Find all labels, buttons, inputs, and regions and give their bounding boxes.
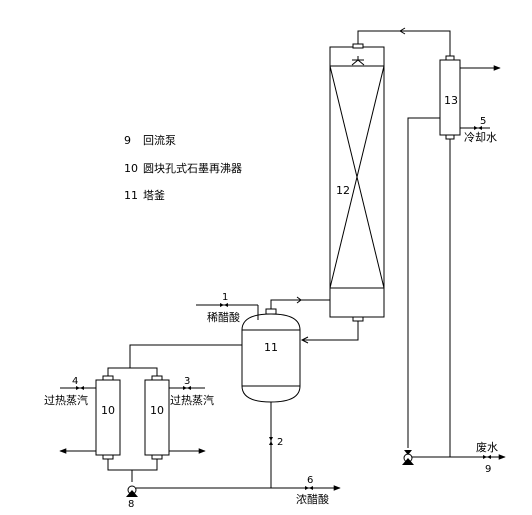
kettle-vapor-line xyxy=(270,299,330,309)
stream-6-number: 6 xyxy=(307,475,313,486)
legend-num-2: 10 xyxy=(124,162,138,175)
steam-left-label: 过热蒸汽 xyxy=(44,393,88,407)
reboiler-right-label: 10 xyxy=(150,404,164,417)
circulation-pump xyxy=(126,485,138,497)
vapor-line xyxy=(357,30,451,56)
stream-9-number: 9 xyxy=(485,464,491,475)
legend-num-1: 9 xyxy=(124,134,131,147)
condenser: 13 xyxy=(439,55,461,140)
stream-5-number: 5 xyxy=(480,116,486,127)
condenser-label: 13 xyxy=(444,94,458,107)
reboiler-right: 10 xyxy=(144,375,170,460)
column-label: 12 xyxy=(336,184,350,197)
reboiler-left: 10 xyxy=(95,375,121,460)
stream-2-number: 2 xyxy=(277,437,283,448)
tower-kettle: 11 xyxy=(241,308,301,403)
legend: 9 回流泵 10 圆块孔式石墨再沸器 11 塔釜 xyxy=(124,133,242,202)
reboiler-return-line xyxy=(129,344,242,368)
product-label: 浓醋酸 xyxy=(296,492,329,506)
reflux-line xyxy=(407,117,440,448)
stream-4-number: 4 xyxy=(72,376,78,387)
distillation-column: 12 xyxy=(329,43,385,322)
stream-1-number: 1 xyxy=(222,292,228,303)
steam-right-label: 过热蒸汽 xyxy=(170,393,214,407)
legend-text-3: 塔釜 xyxy=(143,188,165,202)
reflux-pump xyxy=(402,450,414,465)
stream-8-number: 8 xyxy=(128,499,134,510)
cooling-water-label: 冷却水 xyxy=(464,131,497,144)
feed-label: 稀醋酸 xyxy=(207,310,240,324)
column-bottoms-line xyxy=(302,321,359,341)
kettle-label: 11 xyxy=(264,341,278,354)
reboiler-left-label: 10 xyxy=(101,404,115,417)
waste-water-label: 废水 xyxy=(476,440,498,454)
legend-text-1: 回流泵 xyxy=(143,133,176,147)
legend-text-2: 圆块孔式石墨再沸器 xyxy=(143,162,242,175)
stream-3-number: 3 xyxy=(184,376,190,387)
legend-num-3: 11 xyxy=(124,189,138,202)
